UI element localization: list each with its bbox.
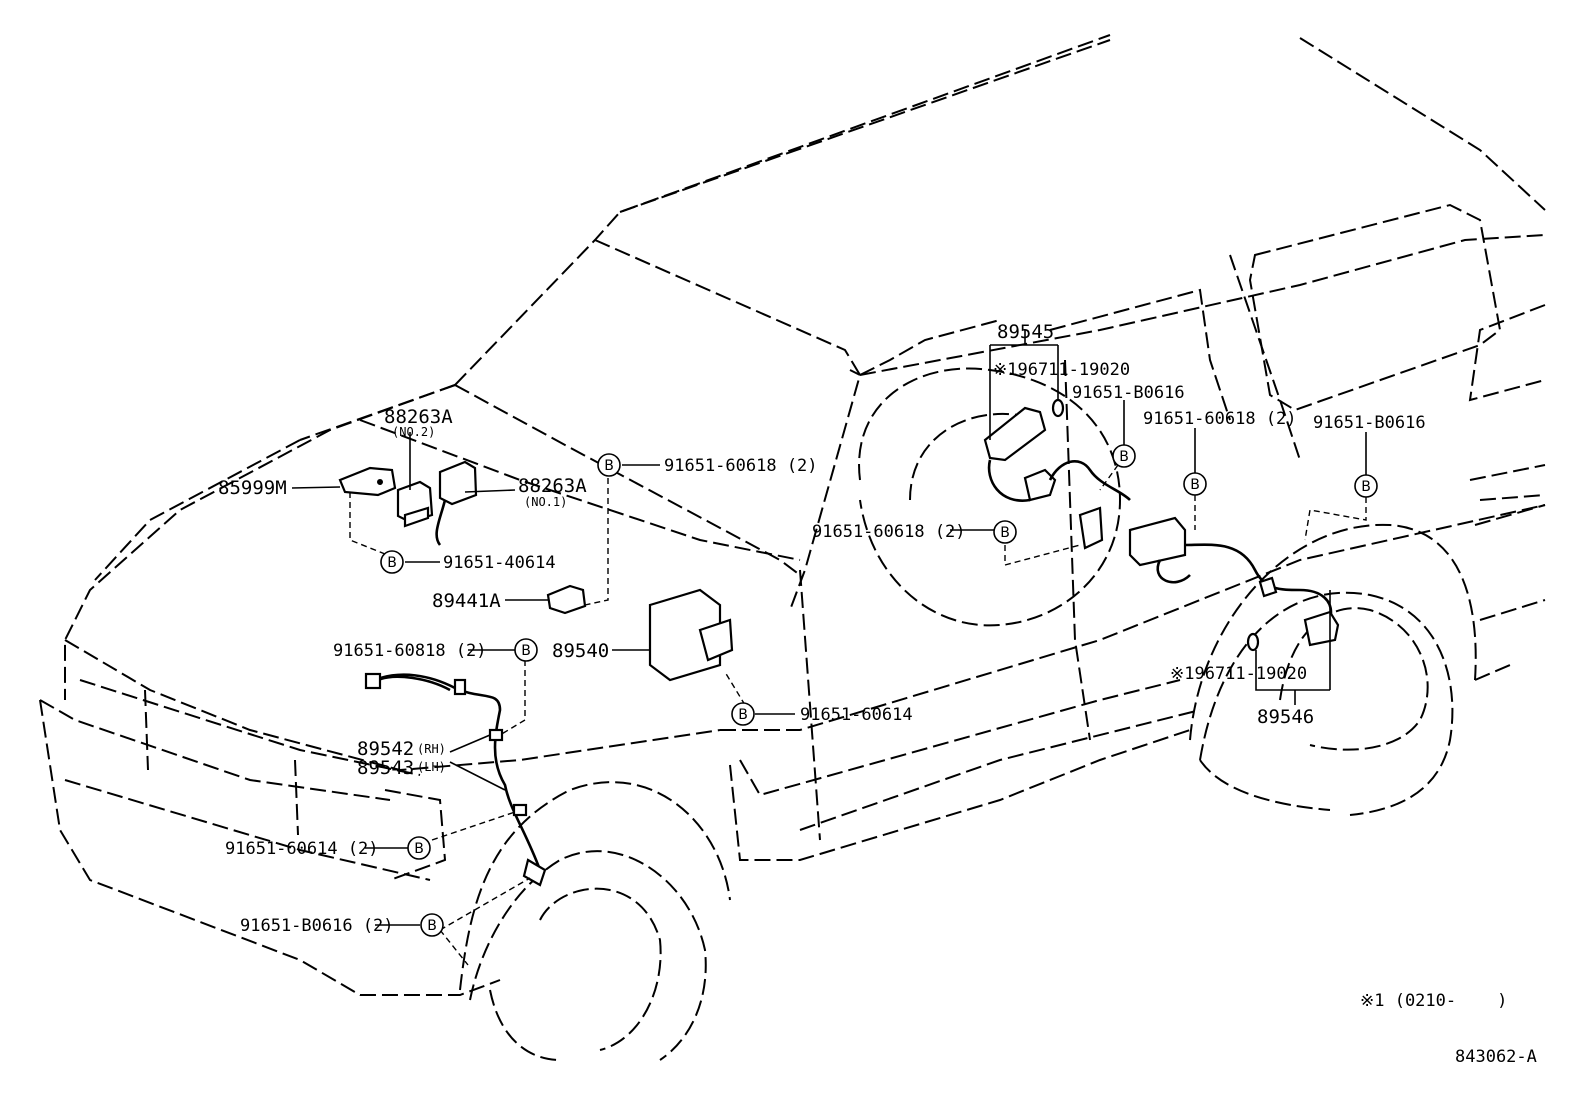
svg-text:B: B	[414, 841, 424, 857]
svg-text:B: B	[387, 555, 397, 571]
vehicle-outline	[39, 34, 1546, 1061]
label-89545: 89545	[997, 321, 1054, 343]
bolt-callout-91651-b0616-right: B	[1354, 474, 1378, 498]
label-88263a-no2: 88263A	[384, 406, 453, 428]
label-196711-bottom: ※196711-19020	[1170, 664, 1307, 684]
label-89543-side: (LH)	[417, 760, 446, 774]
svg-text:B: B	[521, 643, 531, 659]
label-89542: 89542	[357, 738, 414, 760]
label-85999m: 85999M	[218, 477, 287, 499]
svg-text:B: B	[1361, 479, 1371, 495]
label-91651-60618-top: 91651-60618 (2)	[664, 456, 818, 476]
leader-lines	[291, 330, 1367, 966]
part-89542-front-harness	[364, 672, 547, 887]
svg-text:B: B	[1119, 449, 1129, 465]
bolt-callouts: B B B B B B B B	[380, 444, 1378, 937]
part-89540-ecu	[648, 588, 734, 682]
part-89441a-sensor	[546, 584, 587, 615]
label-88263a-no1: 88263A	[518, 475, 587, 497]
svg-text:B: B	[738, 707, 748, 723]
part-88263a-no1-relay	[435, 460, 478, 546]
figure-id: 843062-A	[1455, 1047, 1537, 1067]
label-89546: 89546	[1257, 706, 1314, 728]
label-91651-40614: 91651-40614	[443, 553, 556, 573]
svg-text:B: B	[1190, 477, 1200, 493]
bolt-callout-91651-40614: B	[380, 550, 404, 574]
label-91651-60618-mid-left: 91651-60618 (2)	[812, 522, 966, 542]
label-91651-60614-2: 91651-60614 (2)	[225, 839, 379, 859]
label-89542-side: (RH)	[417, 742, 446, 756]
label-89540: 89540	[552, 640, 609, 662]
bolt-callout-91651-60618-mid-left: B	[993, 520, 1017, 544]
label-196711-top: ※196711-19020	[993, 360, 1130, 380]
part-89545-rear-sensor	[983, 398, 1131, 550]
label-91651-60614: 91651-60614	[800, 705, 913, 725]
label-91651-60618-mid-right: 91651-60618 (2)	[1143, 409, 1297, 429]
label-89441a: 89441A	[432, 590, 501, 612]
label-91651-b0616-2: 91651-B0616 (2)	[240, 916, 394, 936]
bolt-callout-91651-60818: B	[514, 638, 538, 662]
part-labels: 88263A (NO.2) 88263A (NO.1) 85999M 91651…	[218, 321, 1426, 936]
label-88263a-no2-sub: (NO.2)	[392, 425, 435, 439]
label-91651-60818: 91651-60818 (2)	[333, 641, 487, 661]
label-91651-b0616-right: 91651-B0616	[1313, 413, 1426, 433]
label-89543: 89543	[357, 757, 414, 779]
bolt-callout-91651-60614-2: B	[407, 836, 431, 860]
bolt-callout-91651-60618-top: B	[597, 453, 621, 477]
part-89546-rear-sensor	[1128, 516, 1340, 652]
label-91651-b0616-mid: 91651-B0616	[1072, 383, 1185, 403]
bolt-callout-91651-60618-mid-right: B	[1183, 472, 1207, 496]
svg-text:B: B	[1000, 525, 1010, 541]
part-88263a-no2-relay	[396, 480, 434, 528]
bolt-callout-91651-60614: B	[731, 702, 755, 726]
footnote: ※1 (0210- )	[1360, 991, 1507, 1011]
bolt-callout-91651-b0616-2: B	[420, 913, 444, 937]
part-85999m-bracket	[338, 466, 397, 497]
label-88263a-no1-sub: (NO.1)	[524, 495, 567, 509]
bolt-callout-91651-b0616-mid: B	[1112, 444, 1136, 468]
svg-text:B: B	[427, 918, 437, 934]
svg-text:B: B	[604, 458, 614, 474]
